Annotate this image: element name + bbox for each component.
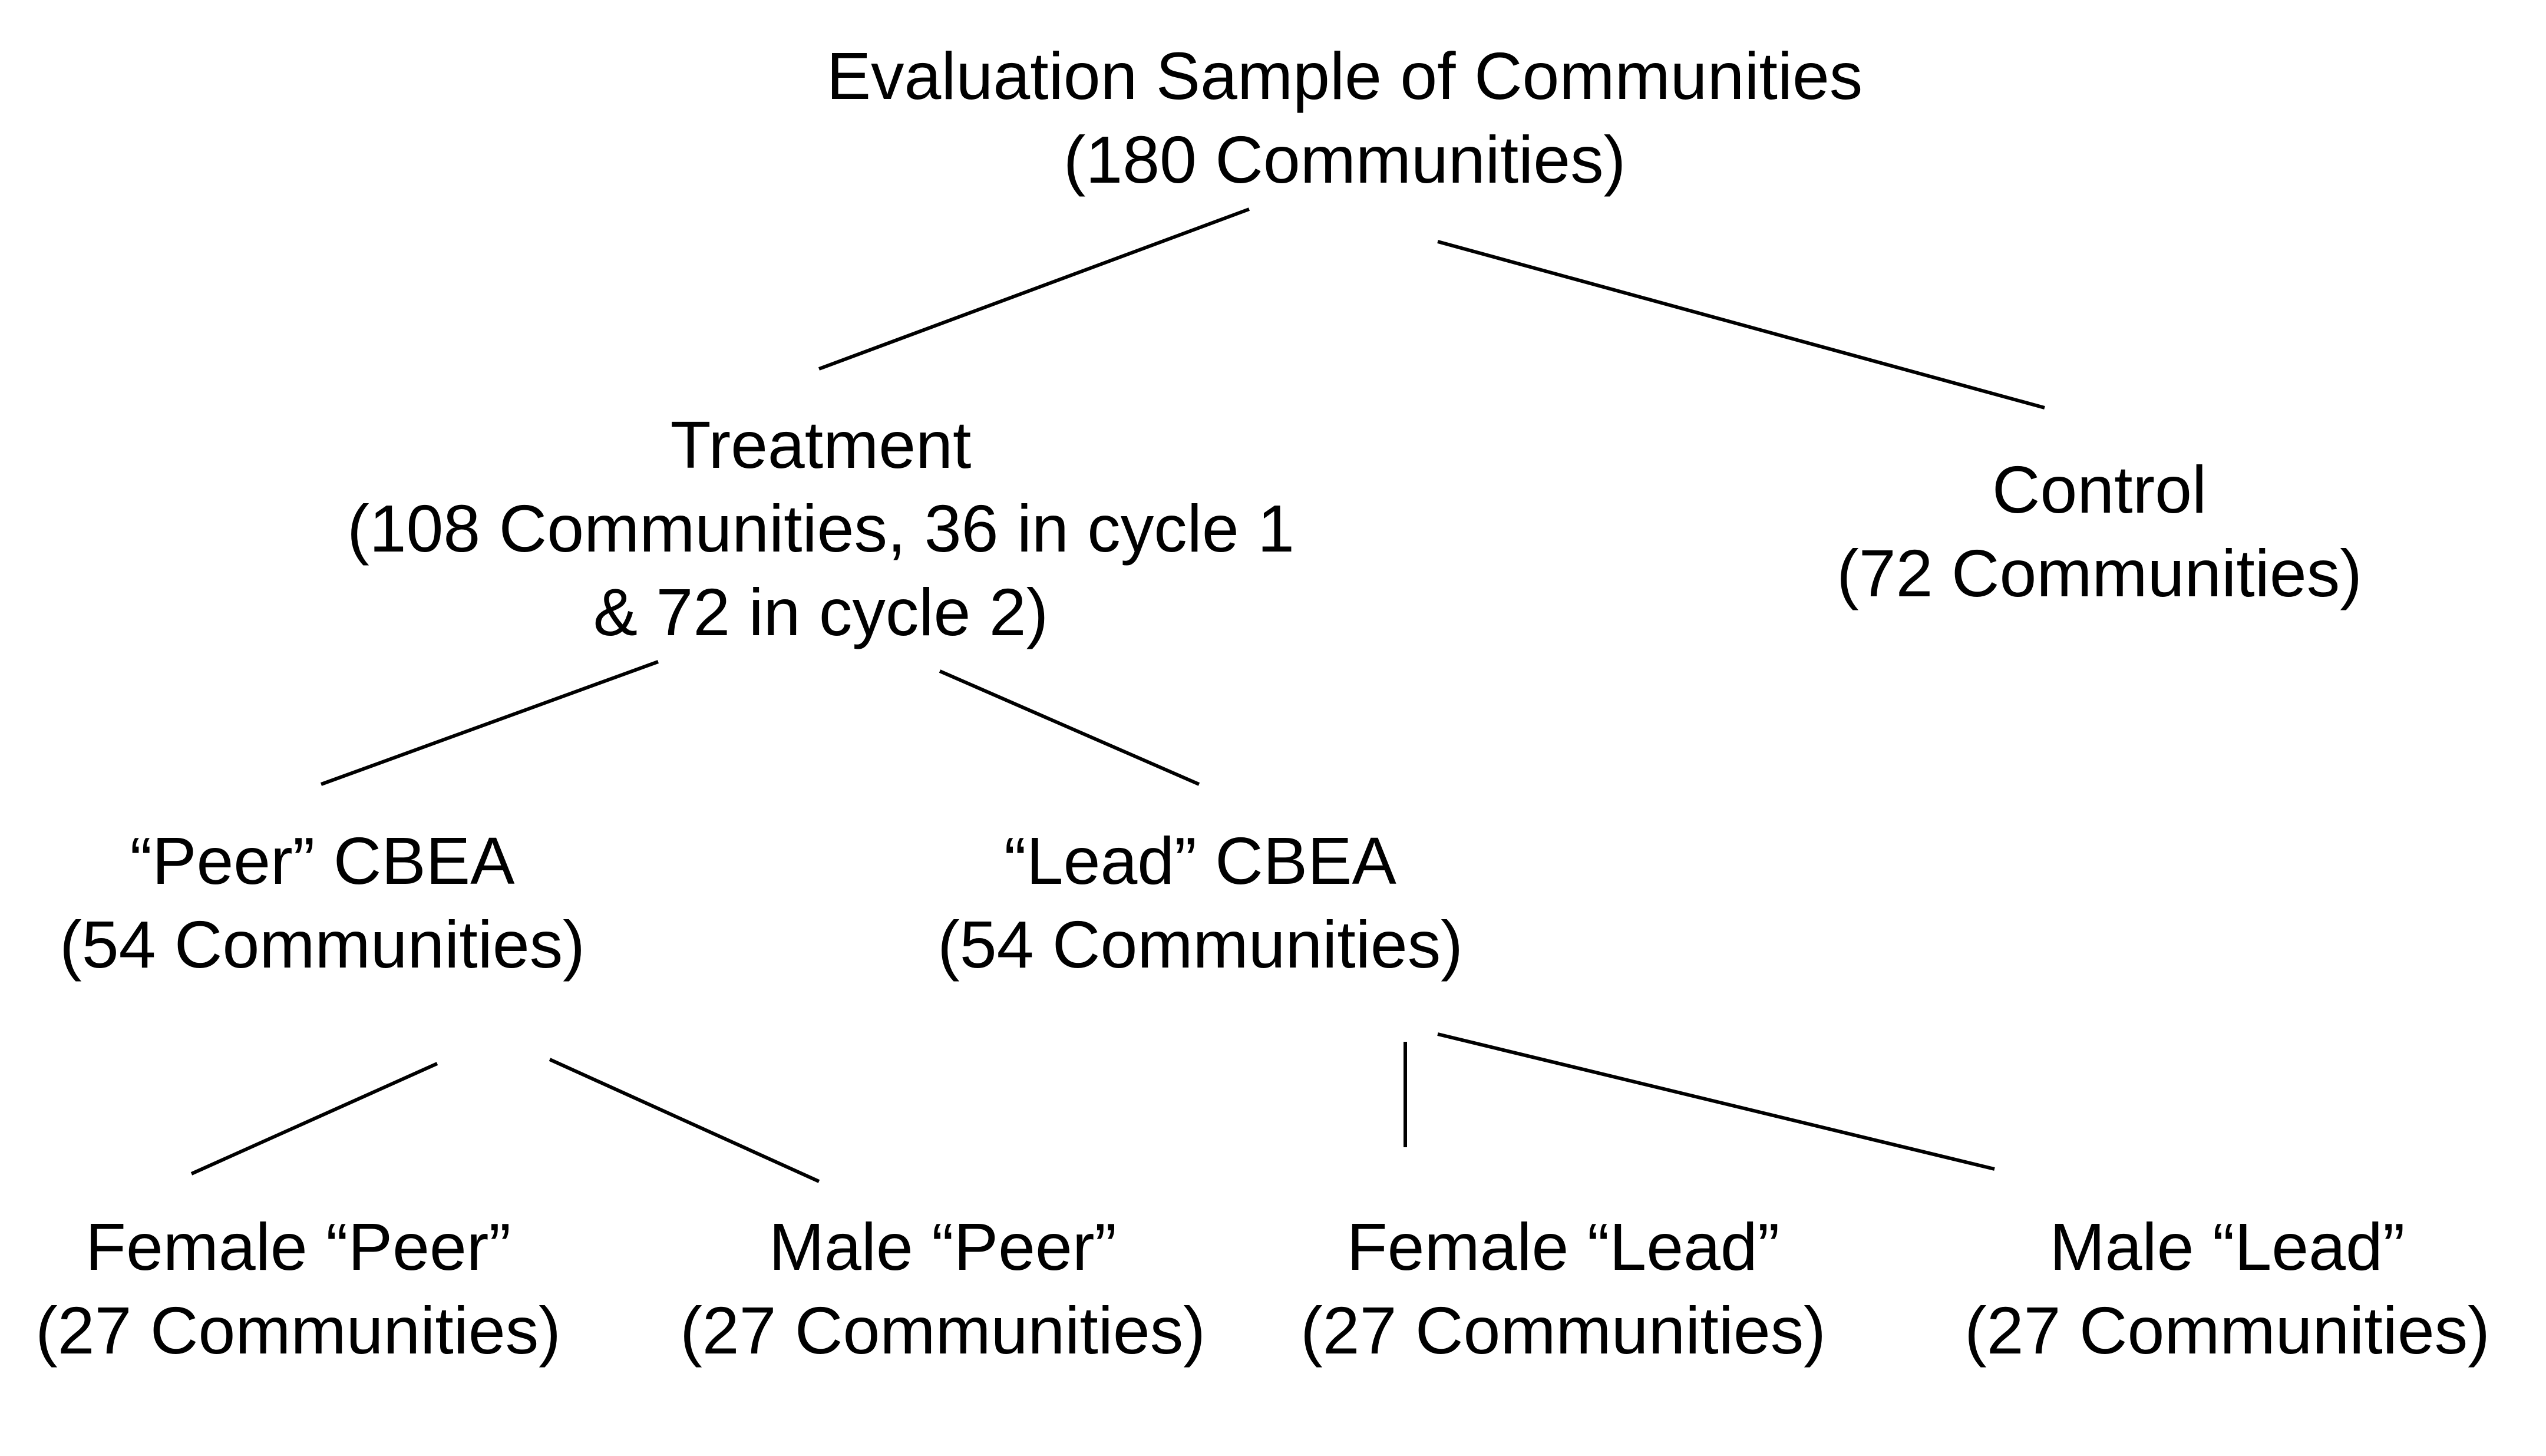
node-title: Male “Peer” <box>768 1210 1117 1284</box>
node-title: “Peer” CBEA <box>130 824 515 898</box>
edge-treatment-lead <box>939 669 1200 786</box>
edge-root-treatment <box>818 207 1250 371</box>
node-title: Treatment <box>670 408 972 482</box>
node-title: Female “Lead” <box>1346 1210 1780 1284</box>
edge-lead-male <box>1437 1032 1995 1171</box>
edge-peer-female <box>190 1062 438 1176</box>
node-count: (108 Communities, 36 in cycle 1 <box>347 491 1295 566</box>
edge-root-control <box>1437 240 2045 410</box>
node-count: (27 Communities) <box>35 1293 561 1368</box>
node-count: (180 Communities) <box>1063 123 1626 197</box>
node-count-continued: & 72 in cycle 2) <box>593 575 1049 649</box>
node-count: (27 Communities) <box>680 1293 1206 1368</box>
node-title: Male “Lead” <box>2049 1210 2405 1284</box>
edge-peer-male <box>549 1058 820 1183</box>
node-title: “Lead” CBEA <box>1004 824 1396 898</box>
node-title: Female “Peer” <box>85 1210 511 1284</box>
node-evaluation-sample: Evaluation Sample of Communities (180 Co… <box>827 34 1863 202</box>
node-treatment: Treatment (108 Communities, 36 in cycle … <box>347 403 1295 654</box>
node-male-lead: Male “Lead” (27 Communities) <box>1964 1205 2490 1372</box>
node-female-lead: Female “Lead” (27 Communities) <box>1300 1205 1826 1372</box>
node-peer-cbea: “Peer” CBEA (54 Communities) <box>60 819 585 986</box>
node-count: (27 Communities) <box>1964 1293 2490 1368</box>
node-title: Evaluation Sample of Communities <box>826 39 1863 113</box>
edge-treatment-peer <box>320 660 659 786</box>
node-title: Control <box>1992 453 2207 527</box>
node-count: (54 Communities) <box>937 907 1463 982</box>
node-count: (72 Communities) <box>1837 536 2362 610</box>
node-control: Control (72 Communities) <box>1837 448 2362 615</box>
node-female-peer: Female “Peer” (27 Communities) <box>35 1205 561 1372</box>
node-count: (27 Communities) <box>1300 1293 1826 1368</box>
node-male-peer: Male “Peer” (27 Communities) <box>680 1205 1206 1372</box>
node-count: (54 Communities) <box>60 907 585 982</box>
node-lead-cbea: “Lead” CBEA (54 Communities) <box>937 819 1463 986</box>
